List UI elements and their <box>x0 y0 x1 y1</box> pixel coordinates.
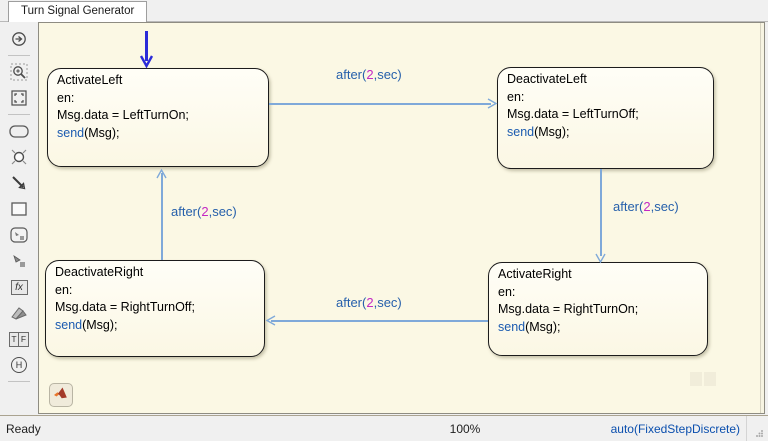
toolbar-divider <box>8 55 30 56</box>
resize-grip[interactable] <box>746 416 768 441</box>
state-action: send(Msg); <box>507 124 570 139</box>
matlab-function-icon: fx <box>10 279 28 295</box>
state-entry-label: en: <box>498 284 516 299</box>
state-title: ActivateRight <box>498 267 572 281</box>
box-icon <box>11 202 27 216</box>
matlab-function-button[interactable]: fx <box>5 274 33 300</box>
state-icon <box>9 124 29 138</box>
state-entry-label: en: <box>57 90 75 105</box>
default-transition-button[interactable] <box>5 26 33 52</box>
transition-activateleft-deactivateleft[interactable] <box>269 103 491 105</box>
subchart-icon <box>10 227 28 243</box>
state-action: Msg.data = RightTurnOff; <box>55 300 195 314</box>
transition-deactivateright-activateleft[interactable] <box>161 173 163 260</box>
state-deactivate-left[interactable]: DeactivateLeft en: Msg.data = LeftTurnOf… <box>497 67 714 169</box>
tab-bar: Turn Signal Generator <box>0 0 768 22</box>
horizontal-scrollbar[interactable] <box>690 372 702 386</box>
state-action: send(Msg); <box>498 319 561 334</box>
transition-arrowhead <box>265 315 276 326</box>
history-junction-icon: H <box>11 357 27 373</box>
solver-link[interactable]: auto(FixedStepDiscrete) <box>610 422 740 436</box>
state-activate-left[interactable]: ActivateLeft en: Msg.data = LeftTurnOn; … <box>47 68 269 167</box>
vertical-scrollbar[interactable] <box>760 23 764 413</box>
state-entry-label: en: <box>55 282 73 297</box>
transition-button[interactable] <box>5 170 33 196</box>
state-deactivate-right[interactable]: DeactivateRight en: Msg.data = RightTurn… <box>45 260 265 357</box>
box-button[interactable] <box>5 196 33 222</box>
status-bar: Ready 100% auto(FixedStepDiscrete) <box>0 415 768 441</box>
zoom-in-button[interactable] <box>5 59 33 85</box>
state-title: DeactivateRight <box>55 265 144 279</box>
subchart-button[interactable] <box>5 222 33 248</box>
state-title: DeactivateLeft <box>507 72 587 86</box>
horizontal-scrollbar[interactable] <box>704 372 716 386</box>
state-action: send(Msg); <box>57 125 120 140</box>
toolbar-divider <box>8 114 30 115</box>
matlab-logo-icon <box>53 385 69 406</box>
matlab-syntax-badge[interactable] <box>49 383 73 407</box>
graphical-function-icon <box>11 253 27 269</box>
state-title: ActivateLeft <box>57 73 123 87</box>
default-transition-arrow[interactable] <box>145 31 148 61</box>
state-activate-right[interactable]: ActivateRight en: Msg.data = RightTurnOn… <box>488 262 708 356</box>
simulink-function-icon <box>10 306 28 320</box>
default-transition-icon <box>11 31 27 47</box>
transition-arrowhead <box>595 253 606 264</box>
zoom-in-icon <box>10 63 28 81</box>
connective-junction-button[interactable] <box>5 144 33 170</box>
transition-arrowhead <box>487 98 498 109</box>
graphical-function-button[interactable] <box>5 248 33 274</box>
state-button[interactable] <box>5 118 33 144</box>
simulink-function-button[interactable] <box>5 300 33 326</box>
state-action: Msg.data = RightTurnOn; <box>498 302 639 316</box>
transition-label[interactable]: after(2,sec) <box>336 67 402 82</box>
transition-activateright-deactivateright[interactable] <box>271 320 488 322</box>
state-entry-label: en: <box>507 89 525 104</box>
chart-canvas[interactable]: ActivateLeft en: Msg.data = LeftTurnOn; … <box>38 22 765 414</box>
fit-to-view-icon <box>11 90 27 106</box>
transition-deactivateleft-activateright[interactable] <box>600 169 602 256</box>
toolbar-divider <box>8 381 30 382</box>
zoom-level: 100% <box>449 422 481 436</box>
transition-arrowhead <box>156 168 167 179</box>
status-text: Ready <box>6 422 41 436</box>
connective-junction-icon <box>10 148 28 166</box>
default-transition-arrowhead <box>139 55 154 68</box>
fit-to-view-button[interactable] <box>5 85 33 111</box>
transition-icon <box>11 175 27 191</box>
state-action: Msg.data = LeftTurnOn; <box>57 108 189 122</box>
tab-turn-signal-generator[interactable]: Turn Signal Generator <box>8 1 148 22</box>
history-junction-button[interactable]: H <box>5 352 33 378</box>
state-action: Msg.data = LeftTurnOff; <box>507 107 639 121</box>
transition-label[interactable]: after(2,sec) <box>613 199 679 214</box>
transition-label[interactable]: after(2,sec) <box>171 204 237 219</box>
transition-label[interactable]: after(2,sec) <box>336 295 402 310</box>
state-action: send(Msg); <box>55 317 118 332</box>
